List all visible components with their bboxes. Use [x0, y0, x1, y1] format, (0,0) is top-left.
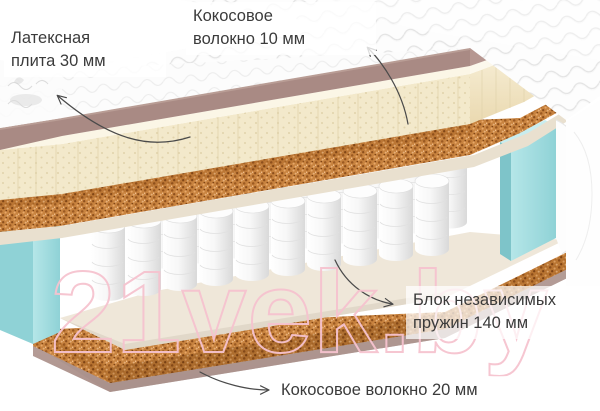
layer-coconut-bottom [33, 236, 600, 383]
spring-support-board [60, 232, 565, 350]
arrow-to-latex [56, 94, 191, 143]
label-coconut-bottom: Кокосовое волокно 20 мм [274, 376, 600, 406]
spring-row-front [90, 173, 450, 301]
label-spring-block: Блок независимых пружин 140 мм [406, 286, 600, 339]
cover-right-edge-roll [555, 100, 600, 300]
arrow-to-springs [334, 259, 394, 308]
label-latex-slab: Латексная плита 30 мм [4, 24, 166, 77]
cover-left-cut-face [0, 60, 62, 128]
coconut-support-board [0, 110, 566, 245]
label-coconut-top: Кокосовое волокно 10 мм [186, 2, 376, 55]
arrow-to-coconut-bottom [199, 371, 270, 395]
side-support-foam-left [0, 224, 60, 344]
